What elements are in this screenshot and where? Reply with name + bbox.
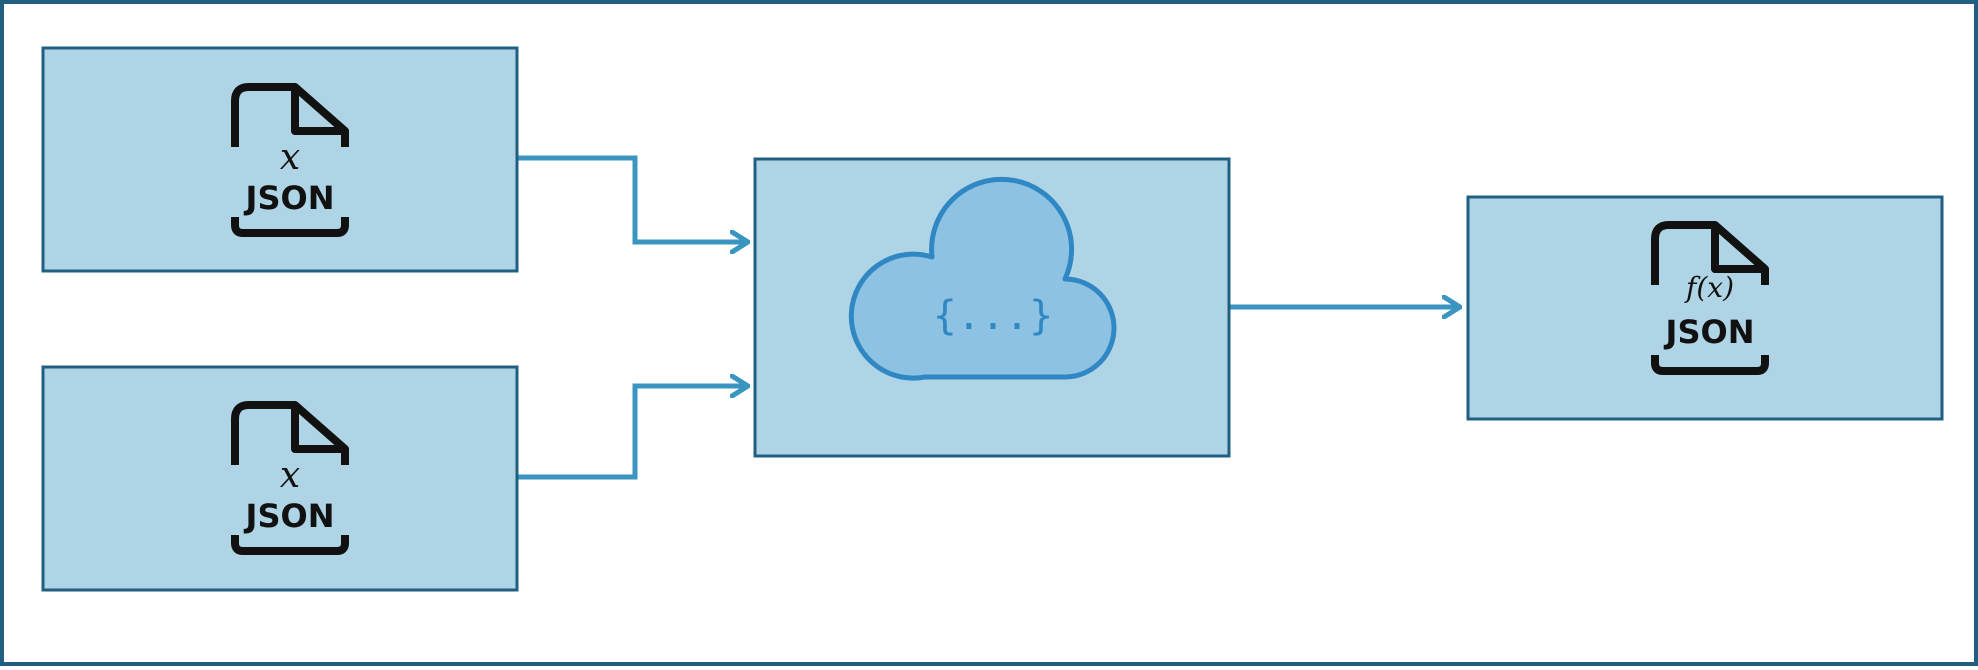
processor-node: {...} xyxy=(753,157,1231,458)
output-box xyxy=(1466,195,1944,421)
variable-label: x xyxy=(280,137,300,178)
output-json-node: f(x) JSON xyxy=(1466,195,1944,421)
connector-input-2-to-processor xyxy=(517,386,748,480)
json-label: JSON xyxy=(244,179,335,217)
json-label: JSON xyxy=(1664,313,1755,351)
connector-input-1-to-processor xyxy=(517,155,748,242)
input-json-node-1: x JSON xyxy=(41,46,519,273)
input-json-node-2: x JSON xyxy=(41,365,519,592)
code-braces-symbol: {...} xyxy=(933,293,1053,339)
json-file-icon: x JSON xyxy=(231,401,349,555)
variable-label: x xyxy=(280,455,300,496)
function-label: f(x) xyxy=(1684,271,1734,304)
cloud-icon xyxy=(848,176,1117,381)
json-label: JSON xyxy=(244,497,335,535)
json-file-icon: f(x) JSON xyxy=(1651,221,1769,375)
json-file-icon: x JSON xyxy=(231,83,349,237)
